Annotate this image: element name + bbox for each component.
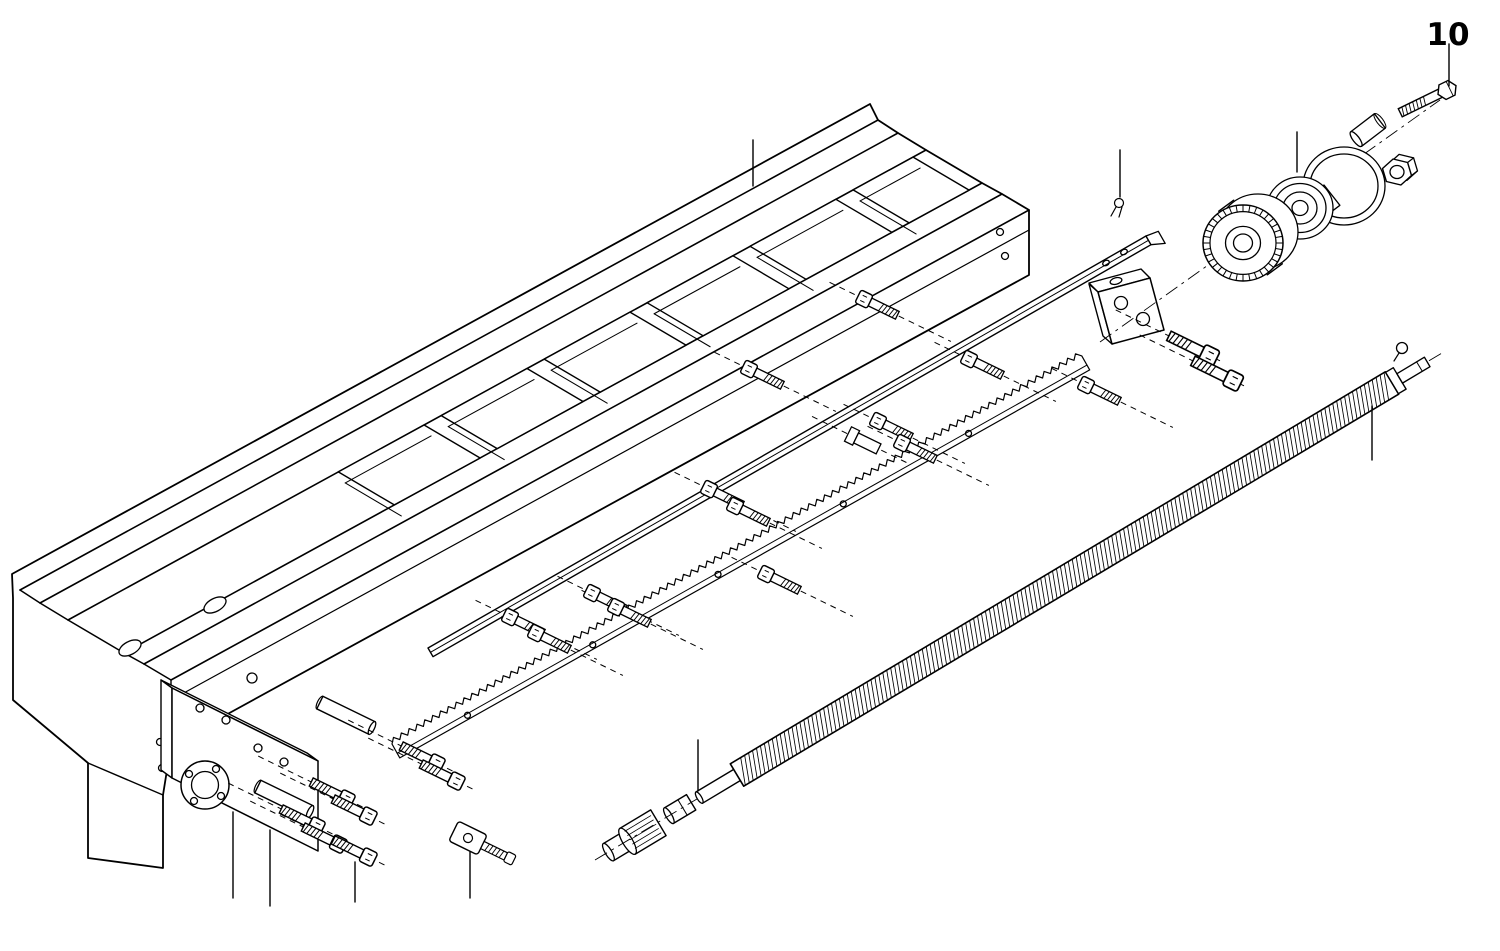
cap-screw — [1077, 375, 1123, 407]
pulley-assembly — [1099, 99, 1441, 343]
cap-screw — [757, 564, 803, 596]
cap-screws — [475, 281, 1174, 676]
cap-screw — [1189, 355, 1245, 392]
bearing-block — [1088, 268, 1245, 392]
cap-screw — [418, 758, 466, 791]
cap-screw — [398, 740, 446, 773]
dowel-pin — [253, 779, 315, 820]
cap-screw — [960, 349, 1006, 381]
callout-10-label: 10 — [1426, 17, 1469, 53]
cover-strip — [427, 230, 1166, 658]
lead-screw — [594, 341, 1443, 861]
cap-screw — [607, 597, 653, 629]
screw-coupling-parts — [601, 793, 697, 862]
hex-bolt — [1397, 79, 1457, 118]
end-plate-assembly — [160, 679, 517, 867]
cap-screw — [855, 289, 901, 321]
dowel-pin — [315, 695, 377, 736]
cap-screw — [740, 359, 786, 391]
stepped-pin — [843, 425, 882, 455]
leader-lines — [232, 43, 1450, 907]
cap-screw — [330, 793, 378, 826]
pulley-bolt — [1397, 79, 1457, 118]
adjuster-clevis — [449, 821, 517, 866]
cap-screw — [869, 411, 915, 443]
cap-screw — [330, 834, 378, 867]
cap-screw — [893, 433, 939, 465]
cap-screw — [726, 496, 772, 528]
cap-screw — [527, 623, 573, 655]
machine-bed — [11, 103, 1030, 869]
